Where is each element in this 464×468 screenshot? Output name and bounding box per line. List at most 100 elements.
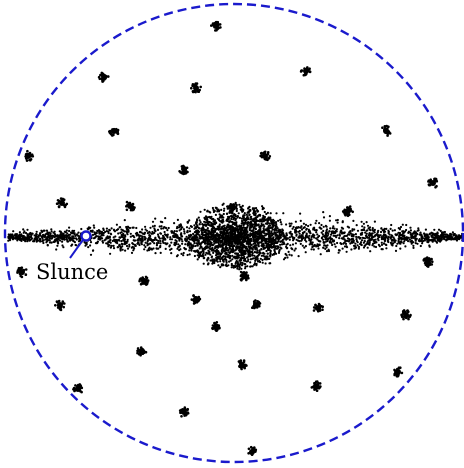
- bulge-star: [255, 262, 258, 266]
- disk-star: [122, 237, 126, 240]
- bulge-star: [226, 249, 229, 252]
- disk-star: [127, 230, 130, 233]
- disk-star: [319, 253, 322, 256]
- disk-star: [62, 246, 65, 249]
- globular-cluster-star: [433, 177, 436, 181]
- globular-cluster: [395, 369, 401, 375]
- disk-star: [318, 222, 321, 225]
- disk-star: [138, 237, 141, 240]
- disk-star: [39, 237, 42, 240]
- disk-star: [48, 231, 51, 234]
- bulge-star: [252, 209, 255, 212]
- disk-star: [401, 233, 404, 237]
- globular-cluster-star: [62, 305, 65, 309]
- disk-star: [327, 237, 330, 240]
- bulge-star: [242, 238, 245, 241]
- globular-cluster-star: [402, 317, 405, 321]
- disk-star: [367, 236, 371, 239]
- disk-star: [318, 226, 321, 229]
- bulge-star: [249, 208, 252, 212]
- disk-star: [359, 232, 363, 235]
- disk-star: [103, 239, 106, 242]
- disk-star: [425, 233, 428, 236]
- bulge-star: [234, 233, 237, 236]
- bulge-star: [273, 239, 276, 242]
- bulge-star: [261, 238, 264, 241]
- disk-star: [378, 236, 381, 239]
- disk-star: [423, 232, 426, 235]
- disk-star: [304, 238, 307, 242]
- disk-star: [402, 242, 405, 245]
- disk-star: [132, 243, 135, 246]
- bulge-star: [236, 215, 239, 218]
- globular-cluster-star: [101, 80, 104, 83]
- disk-star: [162, 227, 165, 230]
- disk-star: [402, 230, 405, 233]
- disk-star: [71, 237, 74, 240]
- globular-cluster: [59, 200, 65, 206]
- disk-star: [69, 233, 72, 236]
- bulge-star: [233, 221, 236, 224]
- disk-star: [282, 258, 286, 261]
- bulge-star: [202, 262, 205, 265]
- disk-star: [314, 222, 317, 225]
- bulge-star: [229, 230, 232, 233]
- bulge-star: [261, 258, 264, 262]
- bulge-star: [198, 219, 201, 222]
- disk-star: [290, 222, 293, 225]
- bulge-star: [253, 233, 256, 237]
- disk-star: [313, 236, 316, 239]
- disk-star: [335, 236, 338, 239]
- disk-star: [412, 241, 415, 244]
- bulge-star: [228, 207, 231, 210]
- bulge-star: [236, 229, 239, 232]
- disk-star: [123, 242, 126, 245]
- bulge-star: [277, 246, 280, 249]
- disk-star: [46, 244, 49, 247]
- globular-cluster: [253, 302, 259, 308]
- bulge-star: [242, 259, 245, 262]
- disk-star: [383, 242, 386, 245]
- disk-star: [392, 236, 395, 239]
- disk-star: [185, 226, 189, 229]
- globular-cluster: [262, 153, 268, 159]
- disk-star: [174, 239, 177, 242]
- disk-star: [362, 228, 365, 231]
- disk-star: [188, 227, 191, 230]
- bulge-star: [245, 228, 248, 232]
- globular-cluster-star: [239, 278, 243, 281]
- bulge-star: [248, 228, 251, 232]
- disk-star: [141, 228, 144, 231]
- bulge-star: [212, 258, 215, 261]
- globular-cluster-star: [192, 294, 195, 298]
- bulge-star: [234, 237, 237, 240]
- disk-star: [161, 240, 164, 243]
- bulge-star: [241, 263, 244, 266]
- bulge-star: [218, 245, 221, 248]
- bulge-star: [227, 264, 230, 267]
- bulge-star: [246, 226, 249, 229]
- bulge-star: [201, 253, 204, 256]
- disk-star: [33, 234, 36, 237]
- disk-star: [35, 239, 39, 242]
- globular-cluster-star: [426, 265, 430, 268]
- bulge-star: [260, 222, 263, 226]
- disk-star: [305, 228, 308, 231]
- bulge-star: [212, 220, 215, 223]
- disk-star: [130, 251, 134, 254]
- disk-star: [128, 226, 132, 230]
- bulge-star: [224, 249, 227, 252]
- disk-star: [118, 239, 121, 242]
- disk-star: [328, 219, 331, 222]
- disk-star: [329, 233, 333, 236]
- disk-star: [148, 238, 151, 241]
- disk-star: [170, 241, 173, 244]
- bulge-star: [212, 251, 215, 254]
- bulge-star: [263, 238, 266, 241]
- disk-star: [322, 216, 326, 219]
- bulge-star: [204, 221, 207, 224]
- bulge-star: [273, 242, 276, 245]
- bulge-star: [190, 243, 193, 246]
- disk-star: [297, 236, 300, 239]
- disk-star: [318, 234, 321, 238]
